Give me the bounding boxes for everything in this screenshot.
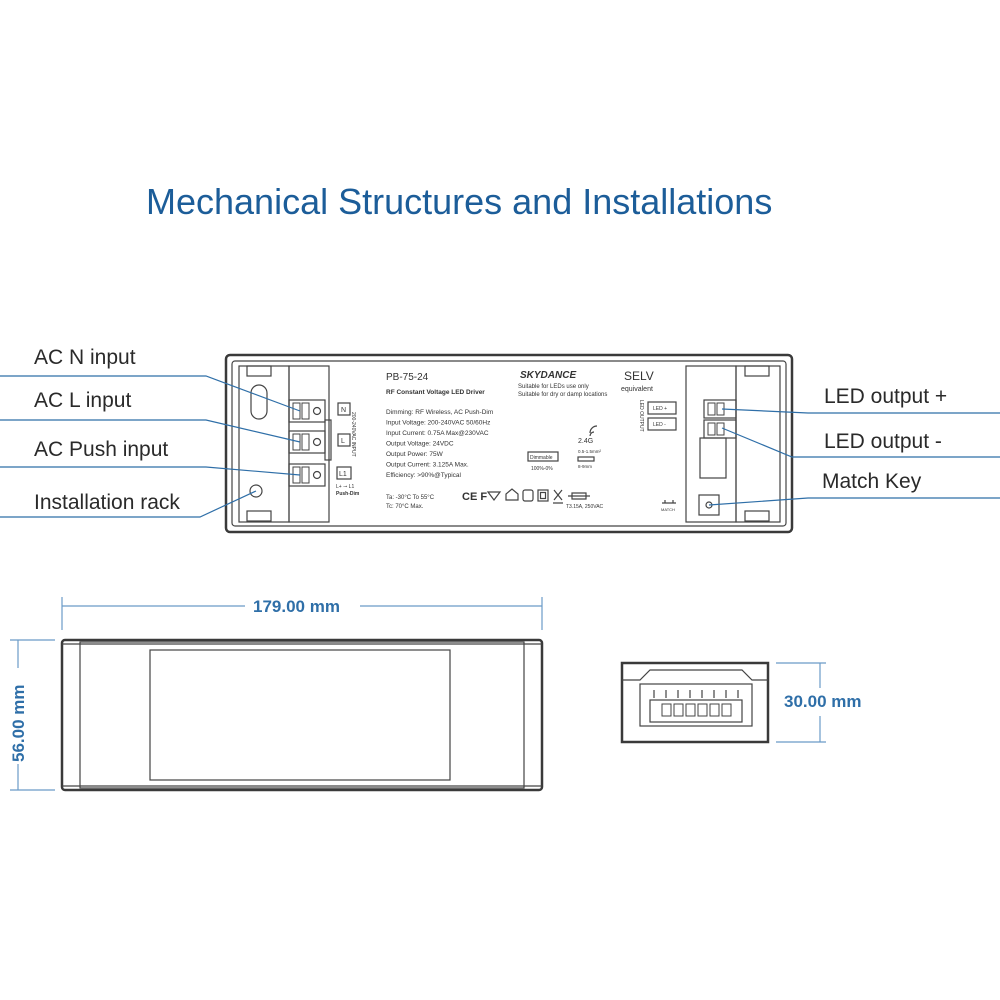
callouts: AC N input AC L input AC Push input Inst… xyxy=(0,346,1000,518)
led-plus-terminal-label: LED + xyxy=(653,406,667,412)
callout-led-output-minus: LED output - xyxy=(824,430,942,453)
suitable-note-2: Suitable for dry or damp locations xyxy=(518,392,607,398)
suitable-note-1: Suitable for LEDs use only xyxy=(518,384,589,390)
push-dim-label: Push-Dim xyxy=(336,491,360,497)
device-end-view: 30.00 mm xyxy=(620,661,862,744)
leader-ac-push xyxy=(0,466,301,476)
dimension-height: 30.00 mm xyxy=(784,692,862,711)
device-top-view: 200-240VAC INPUT N L L1 L+ ⊸ L1 Push-Dim xyxy=(224,353,794,534)
leader-ac-l xyxy=(0,419,301,443)
dimmable-label: Dimmable xyxy=(530,455,553,461)
callout-led-output-plus: LED output + xyxy=(824,385,947,408)
class-ii-icon xyxy=(537,489,549,502)
case-temp: Tc: 70°C Max. xyxy=(386,504,424,510)
ambient-temp: Ta: -30°C To 55°C xyxy=(386,495,435,501)
brand-logo: SKYDANCE xyxy=(520,370,576,381)
output-terminal-block: MATCH LED OUTPUT LED + LED - xyxy=(638,365,781,523)
leader-led-minus xyxy=(721,427,1000,458)
lamp-mark-icon xyxy=(522,489,534,502)
terminal-l1-label: L1 xyxy=(339,471,347,478)
house-mark-icon xyxy=(505,488,519,501)
device-inner-rim xyxy=(231,360,787,527)
wire-gauge-label: 0.5-1.5mm² xyxy=(578,449,602,454)
triangle-mark-icon xyxy=(486,491,502,501)
spec-line: Input Current: 0.75A Max@230VAC xyxy=(386,430,489,437)
fuse-rating: T3.15A, 250VAC xyxy=(566,504,604,510)
leader-led-plus xyxy=(721,408,1000,414)
callout-match-key: Match Key xyxy=(822,470,922,493)
spec-line: Output Power: 75W xyxy=(386,451,444,458)
terminal-led-minus xyxy=(703,419,737,439)
terminal-n-label: N xyxy=(341,407,346,414)
device-outline-view: 179.00 mm 56.00 mm xyxy=(9,597,544,792)
wireless-icon xyxy=(589,425,598,437)
callout-ac-l-input: AC L input xyxy=(34,389,131,412)
weee-bin-icon xyxy=(553,489,563,504)
spec-line: Input Voltage: 200-240VAC 50/60Hz xyxy=(386,420,490,427)
callout-installation-rack: Installation rack xyxy=(34,491,180,514)
wire-strip-icon xyxy=(577,456,595,462)
input-side-label: 200-240VAC INPUT xyxy=(350,412,356,457)
end-view-body xyxy=(620,661,770,744)
selv-label: SELV xyxy=(624,369,654,383)
led-output-side-label: LED OUTPUT xyxy=(638,400,644,432)
input-terminal-block: 200-240VAC INPUT N L L1 L+ ⊸ L1 Push-Dim xyxy=(238,365,360,523)
installation-rack-hole xyxy=(249,484,263,498)
callout-ac-push-input: AC Push input xyxy=(34,438,168,461)
selv-sub-label: equivalent xyxy=(621,386,653,393)
l1-note: L+ ⊸ L1 xyxy=(336,484,354,490)
product-subtitle: RF Constant Voltage LED Driver xyxy=(386,389,485,396)
spec-line: Efficiency: >90%@Typical xyxy=(386,472,461,479)
mounting-slot xyxy=(250,384,268,420)
dim-range-label: 100%-0% xyxy=(531,466,553,472)
terminal-l xyxy=(288,430,326,454)
leader-installation-rack xyxy=(0,490,257,518)
leader-match-key xyxy=(708,497,1000,506)
spec-line: Dimming: RF Wireless, AC Push-Dim xyxy=(386,409,493,416)
model-number: PB-75-24 xyxy=(386,372,429,383)
page-title: Mechanical Structures and Installations xyxy=(146,181,772,222)
spec-line: Output Current: 3.125A Max. xyxy=(386,462,469,469)
strip-length-label: 8-9mm xyxy=(578,464,592,469)
leader-ac-n xyxy=(0,375,301,412)
fuse-icon xyxy=(568,492,590,500)
cert-marks: CE F xyxy=(462,491,487,503)
outline-body xyxy=(60,638,544,792)
spec-line: Output Voltage: 24VDC xyxy=(386,441,454,448)
dimension-width: 56.00 mm xyxy=(9,685,28,763)
dimmable-box xyxy=(527,451,559,462)
dimension-length: 179.00 mm xyxy=(253,597,340,616)
led-minus-terminal-label: LED - xyxy=(653,422,666,428)
terminal-l-label: L xyxy=(341,438,345,445)
device-body xyxy=(224,353,794,534)
terminal-n xyxy=(288,399,326,423)
match-key-button xyxy=(698,494,720,516)
product-label: PB-75-24 RF Constant Voltage LED Driver … xyxy=(386,369,654,510)
end-view-terminals xyxy=(661,703,732,717)
callout-ac-n-input: AC N input xyxy=(34,346,136,369)
match-label: MATCH xyxy=(661,507,675,512)
rf-band-label: 2.4G xyxy=(578,438,593,445)
